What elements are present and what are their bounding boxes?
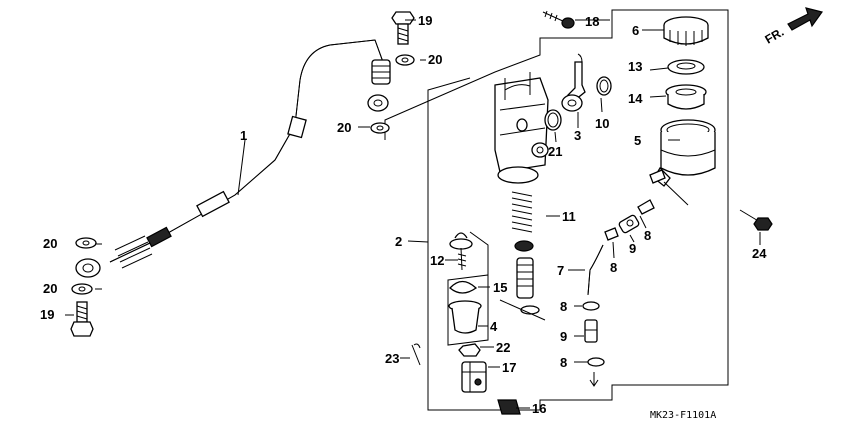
callout-8b: 8 [610, 260, 617, 275]
reservoir-cap [663, 16, 709, 46]
joint-pin [497, 399, 521, 415]
hose-banjo-fitting-upper [367, 94, 389, 112]
piston [516, 257, 534, 299]
connector-joint [618, 214, 640, 234]
front-direction-label: FR. [763, 25, 787, 47]
spring-seat [514, 240, 534, 252]
callout-12: 12 [430, 253, 444, 268]
callout-6: 6 [632, 23, 639, 38]
callout-9a: 9 [629, 241, 636, 256]
assembly-boundary [384, 9, 729, 411]
reservoir-mounting-bolt [739, 209, 773, 231]
callout-4: 4 [490, 319, 498, 334]
sealing-washer-lower-b [71, 283, 93, 295]
circlip [449, 280, 478, 294]
callout-20a: 20 [428, 52, 442, 67]
hose-joint [561, 61, 586, 112]
screw [542, 10, 575, 29]
hose-clip-c [582, 301, 600, 311]
front-direction-indicator: FR. [763, 7, 824, 47]
callout-20c: 20 [43, 236, 57, 251]
callout-3: 3 [574, 128, 581, 143]
callout-14: 14 [628, 91, 643, 106]
hose-clip-a [637, 199, 655, 215]
callout-8c: 8 [560, 299, 567, 314]
reservoir-plate [667, 59, 705, 75]
banjo-bolt-lower [70, 301, 94, 337]
callout-11: 11 [562, 209, 576, 224]
arrow-down [589, 372, 599, 387]
callout-15: 15 [493, 280, 507, 295]
reservoir-hose [587, 244, 604, 296]
callout-10: 10 [595, 116, 609, 131]
push-rod-joint [461, 361, 487, 393]
sealing-washer-lower-a [75, 237, 97, 249]
hose-clip-upper [596, 76, 612, 96]
callout-8d: 8 [560, 355, 567, 370]
lock-nut [458, 343, 481, 357]
callout-1: 1 [240, 128, 247, 143]
piston-group-bracket [447, 274, 489, 346]
push-rod [449, 232, 473, 271]
hose-clip-b [604, 227, 619, 241]
callout-labels: 1 2 3 4 5 6 7 8 8 8 8 9 9 10 11 12 13 14… [40, 13, 767, 416]
callout-21: 21 [548, 144, 562, 159]
callout-9b: 9 [560, 329, 567, 344]
spring [511, 191, 533, 233]
figure-code: MK23-F1101A [650, 410, 716, 421]
reservoir-diaphragm [665, 84, 707, 110]
callout-20b: 20 [337, 120, 351, 135]
callout-19b: 19 [40, 307, 54, 322]
callout-24: 24 [752, 246, 767, 261]
banjo-bolt-upper [391, 11, 415, 45]
callout-18: 18 [585, 14, 599, 29]
hose-clip-d [587, 357, 605, 367]
brake-hose [109, 39, 391, 269]
master-cylinder-body [494, 72, 549, 184]
boot [448, 300, 482, 334]
reservoir [653, 119, 716, 206]
sealing-washer-upper-a [395, 54, 415, 66]
callout-8a: 8 [644, 228, 651, 243]
callout-23: 23 [385, 351, 399, 366]
cotter-pin [411, 343, 421, 366]
sealing-washer-upper-b [370, 122, 390, 134]
callout-19a: 19 [418, 13, 432, 28]
callout-17: 17 [502, 360, 516, 375]
callout-2: 2 [395, 234, 402, 249]
callout-13: 13 [628, 59, 642, 74]
callout-16: 16 [532, 401, 546, 416]
callout-7: 7 [557, 263, 564, 278]
hose-joint-lower [584, 319, 598, 343]
callout-22: 22 [496, 340, 510, 355]
callout-5: 5 [634, 133, 641, 148]
reservoir-hose-upper [577, 53, 666, 184]
piston-cup [520, 305, 540, 315]
hose-banjo-fitting-lower [75, 258, 101, 278]
leader-lines [65, 19, 761, 409]
callout-20d: 20 [43, 281, 57, 296]
